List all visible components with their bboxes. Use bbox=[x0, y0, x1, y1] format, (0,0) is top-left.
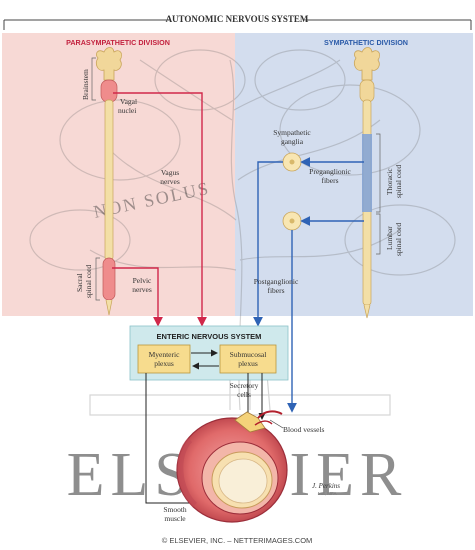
lumbar-bracket bbox=[376, 213, 381, 255]
pelvic-nerve-line bbox=[112, 267, 163, 327]
artist-signature: J. Perkins bbox=[312, 482, 340, 490]
smooth-muscle-label-2: muscle bbox=[164, 514, 186, 523]
pelvic-label-1: Pelvic bbox=[133, 276, 152, 285]
sacral-bracket bbox=[95, 257, 100, 301]
secretory-label-2: cells bbox=[237, 390, 251, 399]
parasympathetic-panel bbox=[2, 33, 235, 316]
brainstem-label: Brainstem bbox=[81, 69, 90, 100]
preganglionic-label-1: Preganglionic bbox=[309, 167, 351, 176]
postganglionic-label-2: fibers bbox=[267, 286, 284, 295]
lumbar-label-1: Lumbar bbox=[385, 226, 394, 250]
myenteric-label-2: plexus bbox=[154, 359, 174, 368]
vagal-nuclei-label-2: nuclei bbox=[118, 106, 136, 115]
artist-credentials: MS, MFA bbox=[318, 491, 337, 496]
parasympathetic-header: PARASYMPATHETIC DIVISION bbox=[66, 38, 170, 47]
thoracic-label-1: Thoracic bbox=[385, 168, 394, 195]
sympathetic-spinal-cord bbox=[354, 47, 380, 319]
thoracic-bracket bbox=[376, 133, 381, 213]
vagal-nuclei-label-1: Vagal bbox=[120, 97, 137, 106]
copyright-footer: © ELSEVIER, INC. – NETTERIMAGES.COM bbox=[162, 536, 313, 545]
watermark-tree bbox=[29, 49, 456, 416]
sacral-label-1: Sacral bbox=[75, 273, 84, 292]
vagus-nerve-line bbox=[113, 92, 207, 327]
vagus-label-2: nerves bbox=[160, 177, 180, 186]
ganglia-label-2: ganglia bbox=[281, 137, 304, 146]
intestine-cross-section bbox=[176, 410, 288, 523]
diagram-title: AUTONOMIC NERVOUS SYSTEM bbox=[166, 14, 309, 24]
lumbar-label-2: spinal cord bbox=[394, 223, 403, 256]
myenteric-plexus-box bbox=[137, 344, 191, 374]
blood-vessels-label: Blood vessels bbox=[283, 425, 325, 434]
pelvic-label-2: nerves bbox=[132, 285, 152, 294]
vessel-leader-line bbox=[269, 419, 284, 429]
submucosal-label-2: plexus bbox=[238, 359, 258, 368]
postganglionic-label-1: Postganglionic bbox=[254, 277, 299, 286]
sacral-label-2: spinal cord bbox=[84, 265, 93, 298]
myenteric-label-1: Myenteric bbox=[149, 350, 180, 359]
vagus-label-1: Vagus bbox=[161, 168, 179, 177]
smooth-muscle-label-1: Smooth bbox=[163, 505, 187, 514]
myenteric-to-muscle-line bbox=[145, 373, 207, 507]
sympathetic-panel bbox=[235, 33, 473, 316]
enteric-title: ENTERIC NERVOUS SYSTEM bbox=[157, 332, 262, 341]
brainstem-bracket bbox=[91, 57, 96, 101]
submucosal-label-1: Submucosal bbox=[230, 350, 267, 359]
ganglia-label-1: Sympathetic bbox=[273, 128, 311, 137]
sympathetic-header: SYMPATHETIC DIVISION bbox=[324, 38, 408, 47]
parasympathetic-spinal-cord bbox=[96, 47, 122, 316]
postganglionic-upper-line bbox=[253, 161, 283, 327]
secretory-label-1: Secretory bbox=[230, 381, 259, 390]
thoracic-label-2: spinal cord bbox=[394, 165, 403, 198]
preganglionic-label-2: fibers bbox=[321, 176, 338, 185]
submucosal-plexus-box bbox=[219, 344, 277, 374]
